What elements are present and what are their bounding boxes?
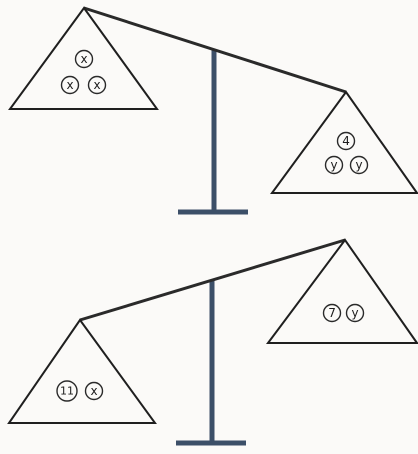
svg-text:4: 4: [342, 134, 350, 148]
svg-text:x: x: [93, 78, 100, 92]
svg-text:y: y: [355, 158, 362, 172]
svg-text:x: x: [90, 384, 97, 398]
balance-top: x x x 4 y y: [10, 8, 417, 212]
svg-text:x: x: [80, 52, 87, 66]
svg-text:x: x: [66, 78, 73, 92]
balance-bottom-left-pan: [9, 320, 155, 423]
svg-text:y: y: [330, 158, 337, 172]
svg-text:7: 7: [328, 306, 336, 320]
svg-text:y: y: [351, 306, 358, 320]
balance-bottom: 11 x 7 y: [9, 240, 417, 443]
svg-text:11: 11: [60, 385, 74, 398]
